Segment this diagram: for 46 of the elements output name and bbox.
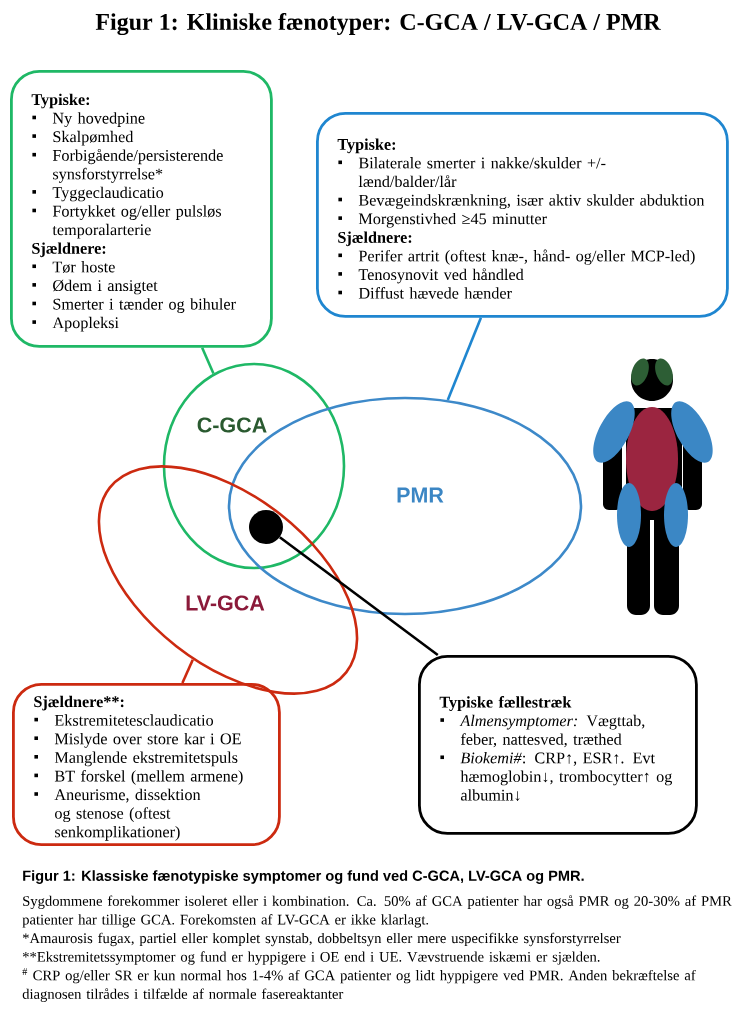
heading: Sjældnere**: <box>34 695 124 711</box>
leader-line <box>279 536 439 657</box>
set-label: C-GCA <box>197 417 267 433</box>
bullet-item: Biokemi#: CRP↑, ESR↑. Evt hæmoglobin↓, trombocytter↑ og albumin↓ <box>440 752 673 801</box>
bullet-item: Tenosynovit ved håndled <box>338 268 524 284</box>
heading: Typiske: <box>31 93 90 109</box>
callout-box <box>316 112 729 318</box>
bullet-item: Ødem i ansigtet <box>32 279 158 295</box>
bullet-item: BT forskel (mellem armene) <box>34 770 243 785</box>
title: Figur 1: Kliniske fænotyper: C-GCA / LV-GCA / PMR <box>95 12 661 36</box>
bullet-item: Perifer artrit (oftest knæ-, hånd- og/eller MCP-led) <box>338 249 695 265</box>
note: *Amaurosis fugax, partiel eller komplet synstab, dobbeltsyn eller mere uspecifikke synsforstyrrelser <box>22 932 621 947</box>
bullet-item: Morgenstivhed ≥45 minutter <box>338 212 547 228</box>
caption: Figur 1: Klassiske fænotypiske symptomer og fund ved C-GCA, LV-GCA og PMR. <box>23 870 584 884</box>
note: **Ekstremitetssymptomer og fund er hyppigere i OE end i UE. Vævstruende iskæmi er sjælden. <box>22 951 600 965</box>
bullet-item: Bevægeindskrænkning, især aktiv skulder abduktion <box>338 194 705 209</box>
bullet-item: Tyggeclaudicatio <box>32 186 164 202</box>
bullet-item: Bilaterale smerter i nakke/skulder +/- lænd/balder/lår <box>338 157 606 188</box>
bullet-item: Diffust hævede hænder <box>338 287 512 299</box>
bullet-item: Almensymptomer: Vægttab, feber, nattesved, træthed <box>440 714 645 748</box>
callout-box <box>10 70 273 348</box>
leader-line <box>181 659 194 684</box>
heading: Typiske: <box>337 138 396 154</box>
bullet-item: Mislyde over store kar i OE <box>34 732 241 748</box>
bullet-item: Manglende ekstremitetspuls <box>34 751 238 767</box>
heading: Sjældnere: <box>338 231 412 247</box>
bullet-item: Ny hovedpine <box>32 112 145 127</box>
bullet-item: Aneurisme, dissektion og stenose (oftest senkomplikationer) <box>34 788 201 841</box>
bullet-item: Skalpømhed <box>32 130 134 146</box>
dot <box>249 510 283 544</box>
set-label: PMR <box>397 487 444 503</box>
note: $^{#}$ CRP og/eller SR er kun normal hos 1-4% af GCA patienter og lidt hyppigere ved PMR. Anden bekræftelse af diagnosen tilrådes i tilfælde af normale fasereaktanter <box>22 968 696 1002</box>
bullet-item: Apopleksi <box>32 316 119 332</box>
bullet-item: Forbigående/persisterende synsforstyrrelse* <box>32 148 223 183</box>
set-label: LV-GCA <box>186 595 265 611</box>
leader-line <box>446 317 483 401</box>
bullet-item: Smerter i tænder og bihuler <box>32 298 236 313</box>
heading: Sjældnere: <box>32 242 106 258</box>
bullet-item: Ekstremitetesclaudicatio <box>34 714 214 726</box>
bullet-item: Fortykket og/eller pulsløs temporalarterie <box>32 205 221 239</box>
callout-box <box>12 683 281 847</box>
note: Sygdommene forekommer isoleret eller i kombination. Ca. 50% af GCA patienter har også PMR og 20-30% af PMR patienter har tillige GCA. Forekomsten af LV-GCA er ikke klarlagt. <box>22 895 732 928</box>
callout-box <box>418 655 698 835</box>
bullet-item: Tør hoste <box>32 261 115 273</box>
leader-line <box>201 347 215 374</box>
heading: Typiske fællestræk <box>439 696 572 711</box>
